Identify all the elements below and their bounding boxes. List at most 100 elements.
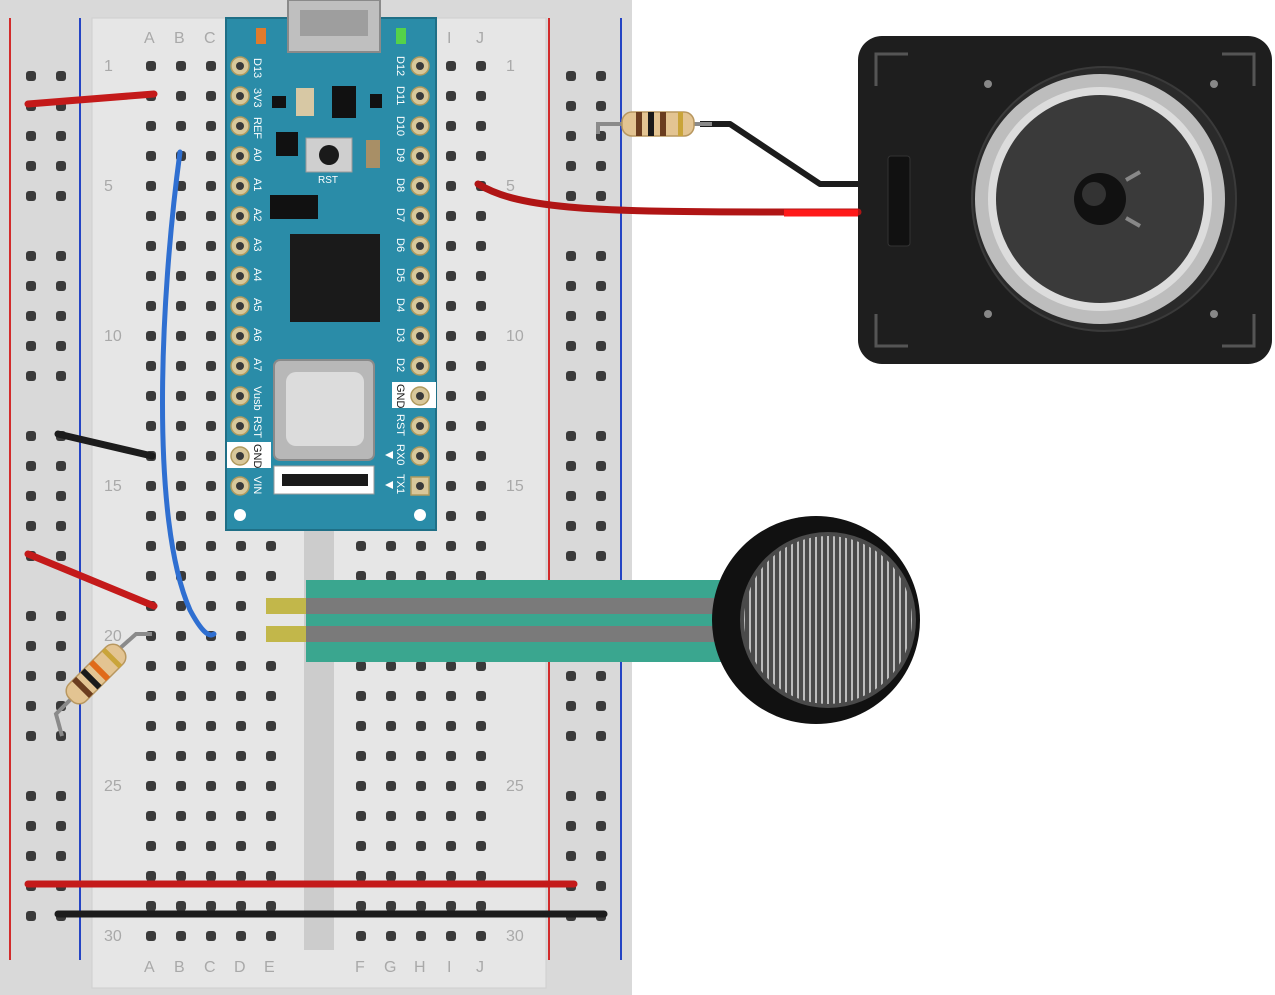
pin-label: D7 (394, 208, 406, 222)
rail-hole (26, 131, 36, 141)
rail-hole (566, 791, 576, 801)
breadboard-hole (236, 541, 246, 551)
breadboard-hole (386, 931, 396, 941)
breadboard-hole (266, 811, 276, 821)
breadboard-hole (446, 121, 456, 131)
rail-hole (26, 191, 36, 201)
row-number: 10 (104, 328, 122, 345)
breadboard-hole (236, 781, 246, 791)
breadboard-hole (206, 241, 216, 251)
breadboard-hole (206, 391, 216, 401)
breadboard-hole (446, 481, 456, 491)
breadboard-hole (206, 271, 216, 281)
breadboard-hole (266, 931, 276, 941)
arduino-pin-hole (236, 392, 244, 400)
breadboard-hole (206, 151, 216, 161)
col-label: J (476, 959, 484, 976)
breadboard-hole (386, 721, 396, 731)
breadboard-hole (416, 571, 426, 581)
wire-blue-analog (160, 149, 217, 638)
right-pin-labels: D12 D11 D10 D9 D8 D7 D6 D5 D4 D3 D2 GND … (394, 56, 406, 494)
rail-hole (566, 701, 576, 711)
rail-hole (26, 911, 36, 921)
rail-hole (26, 821, 36, 831)
breadboard-hole (446, 901, 456, 911)
arduino-pin-hole (236, 242, 244, 250)
breadboard-hole (236, 841, 246, 851)
breadboard-hole (146, 871, 156, 881)
arduino-pin-hole (236, 452, 244, 460)
pin-label: D5 (394, 268, 406, 282)
breadboard-hole (416, 661, 426, 671)
breadboard-hole (236, 811, 246, 821)
breadboard-hole (446, 331, 456, 341)
rail-hole (596, 311, 606, 321)
col-label: I (447, 959, 451, 976)
breadboard-hole (146, 511, 156, 521)
breadboard-hole (146, 721, 156, 731)
col-label: A (144, 959, 155, 976)
resistor-top (596, 111, 712, 137)
col-label: I (447, 30, 451, 47)
breadboard-hole (266, 691, 276, 701)
col-label: A (144, 30, 155, 47)
reset-button[interactable] (305, 137, 353, 173)
row-number: 1 (506, 58, 515, 75)
arduino-pin-hole (416, 422, 424, 430)
rail-hole (56, 851, 66, 861)
arduino-pin-hole (416, 302, 424, 310)
row-number: 15 (506, 478, 524, 495)
rail-hole (26, 851, 36, 861)
breadboard-hole (146, 421, 156, 431)
breadboard-hole (176, 211, 186, 221)
breadboard-hole (386, 841, 396, 851)
rail-hole (26, 251, 36, 261)
breadboard-hole (476, 901, 486, 911)
breadboard-hole (176, 781, 186, 791)
rail-hole (596, 371, 606, 381)
breadboard-hole (176, 421, 186, 431)
breadboard-hole (476, 91, 486, 101)
breadboard-hole (476, 571, 486, 581)
speaker-black-wire (700, 121, 858, 187)
fsr-pin (266, 598, 310, 614)
breadboard-hole (146, 241, 156, 251)
arduino-pin-hole (236, 482, 244, 490)
rail-hole (26, 281, 36, 291)
rail-hole (56, 161, 66, 171)
breadboard-hole (446, 931, 456, 941)
rail-hole (56, 491, 66, 501)
reset-button-cap[interactable] (319, 145, 339, 165)
rail-hole (596, 791, 606, 801)
arduino-pin-hole (236, 182, 244, 190)
breadboard-hole (176, 361, 186, 371)
row-number: 1 (104, 58, 113, 75)
breadboard-hole (146, 301, 156, 311)
rail-hole (56, 71, 66, 81)
col-label: F (355, 959, 365, 976)
rail-hole (596, 461, 606, 471)
rail-hole (596, 821, 606, 831)
breadboard-hole (356, 841, 366, 851)
breadboard-hole (416, 721, 426, 731)
breadboard-hole (236, 931, 246, 941)
breadboard-hole (266, 751, 276, 761)
rail-hole (56, 551, 66, 561)
breadboard-hole (446, 241, 456, 251)
pin-label: D4 (394, 298, 406, 312)
breadboard-hole (206, 211, 216, 221)
breadboard-hole (206, 61, 216, 71)
rail-hole (596, 671, 606, 681)
row-number: 10 (506, 328, 524, 345)
breadboard-hole (206, 361, 216, 371)
pin-label: D12 (394, 56, 406, 76)
breadboard-hole (386, 871, 396, 881)
rail-hole (596, 551, 606, 561)
breadboard-hole (476, 451, 486, 461)
arduino-pin-hole (416, 92, 424, 100)
breadboard-hole (146, 571, 156, 581)
arduino-pins (230, 56, 430, 496)
breadboard-hole (176, 931, 186, 941)
breadboard-hole (356, 811, 366, 821)
